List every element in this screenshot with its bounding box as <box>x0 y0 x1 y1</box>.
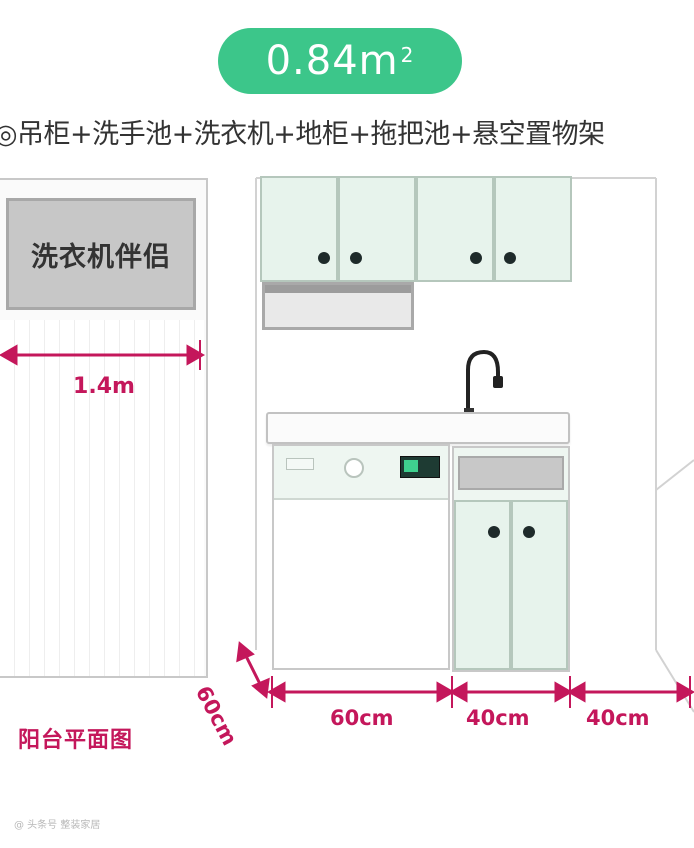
base-cabinet <box>452 446 570 672</box>
base-cabinet-drawer <box>458 456 564 490</box>
countertop <box>266 412 570 444</box>
plan-label-box: 洗衣机伴侣 <box>6 198 196 310</box>
wall-cabinet-door-3 <box>416 176 494 282</box>
subtitle: ◎吊柜+洗手池+洗衣机+地柜+拖把池+悬空置物架 <box>0 119 605 150</box>
wall-cabinet-door-2 <box>338 176 416 282</box>
washer-display-led <box>404 460 418 472</box>
plan-caption: 阳台平面图 <box>18 728 134 753</box>
watermark: @ 头条号 整装家居 <box>14 820 101 831</box>
plan-floor-stripes <box>0 320 204 676</box>
plan-width-label: 1.4m <box>73 374 135 399</box>
washer-detergent-drawer <box>286 458 314 470</box>
wall-cabinet-door-4 <box>494 176 572 282</box>
faucet <box>464 349 503 416</box>
bottom-dimension-arrows <box>266 676 694 708</box>
cabinet-knob <box>350 252 362 264</box>
shelf-width-label: 40cm <box>586 706 650 730</box>
area-value: 0.84m <box>265 38 399 84</box>
washer-dial-icon <box>344 458 364 478</box>
washer-width-label: 60cm <box>330 706 394 730</box>
washing-machine <box>272 444 450 670</box>
cabinet-knob <box>488 526 500 538</box>
cabinet-knob <box>318 252 330 264</box>
cabinet-knob <box>470 252 482 264</box>
cabinet-width-label: 40cm <box>466 706 530 730</box>
base-cabinet-door-left <box>454 500 511 670</box>
washer-display <box>400 456 440 478</box>
plan-width-arrow <box>0 340 206 370</box>
plan-label: 洗衣机伴侣 <box>31 241 171 273</box>
floating-shelf <box>262 282 414 330</box>
cabinet-knob <box>523 526 535 538</box>
area-superscript: 2 <box>400 43 415 67</box>
base-cabinet-door-right <box>511 500 568 670</box>
wall-cabinet-door-1 <box>260 176 338 282</box>
cabinet-knob <box>504 252 516 264</box>
depth-arrow <box>236 641 270 699</box>
